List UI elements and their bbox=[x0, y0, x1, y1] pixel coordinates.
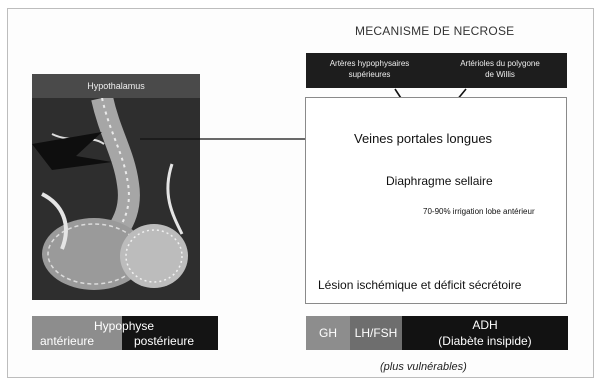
hypophyse-posterior-label: postérieure bbox=[134, 334, 194, 348]
hormones-legend: GH LH/FSH ADH (Diabète insipide) bbox=[306, 316, 568, 350]
vulnerable-footnote: (plus vulnérables) bbox=[380, 361, 467, 373]
veines-portales-label: Veines portales longues bbox=[354, 131, 492, 146]
lesion-label: Lésion ischémique et déficit sécrétoire bbox=[318, 278, 521, 292]
hypophyse-anterior-label: antérieure bbox=[40, 334, 94, 348]
lh-fsh-label: LH/FSH bbox=[350, 326, 402, 340]
gh-label: GH bbox=[306, 326, 350, 340]
hypophyse-title: Hypophyse bbox=[94, 319, 154, 333]
adh-label: ADH bbox=[402, 318, 568, 332]
irrigation-label: 70-90% irrigation lobe antérieur bbox=[423, 207, 535, 216]
adh-note-label: (Diabète insipide) bbox=[402, 334, 568, 348]
diaphragme-label: Diaphragme sellaire bbox=[386, 174, 493, 188]
mechanism-box bbox=[305, 97, 567, 304]
hypophyse-legend: Hypophyse antérieure postérieure bbox=[32, 316, 218, 350]
